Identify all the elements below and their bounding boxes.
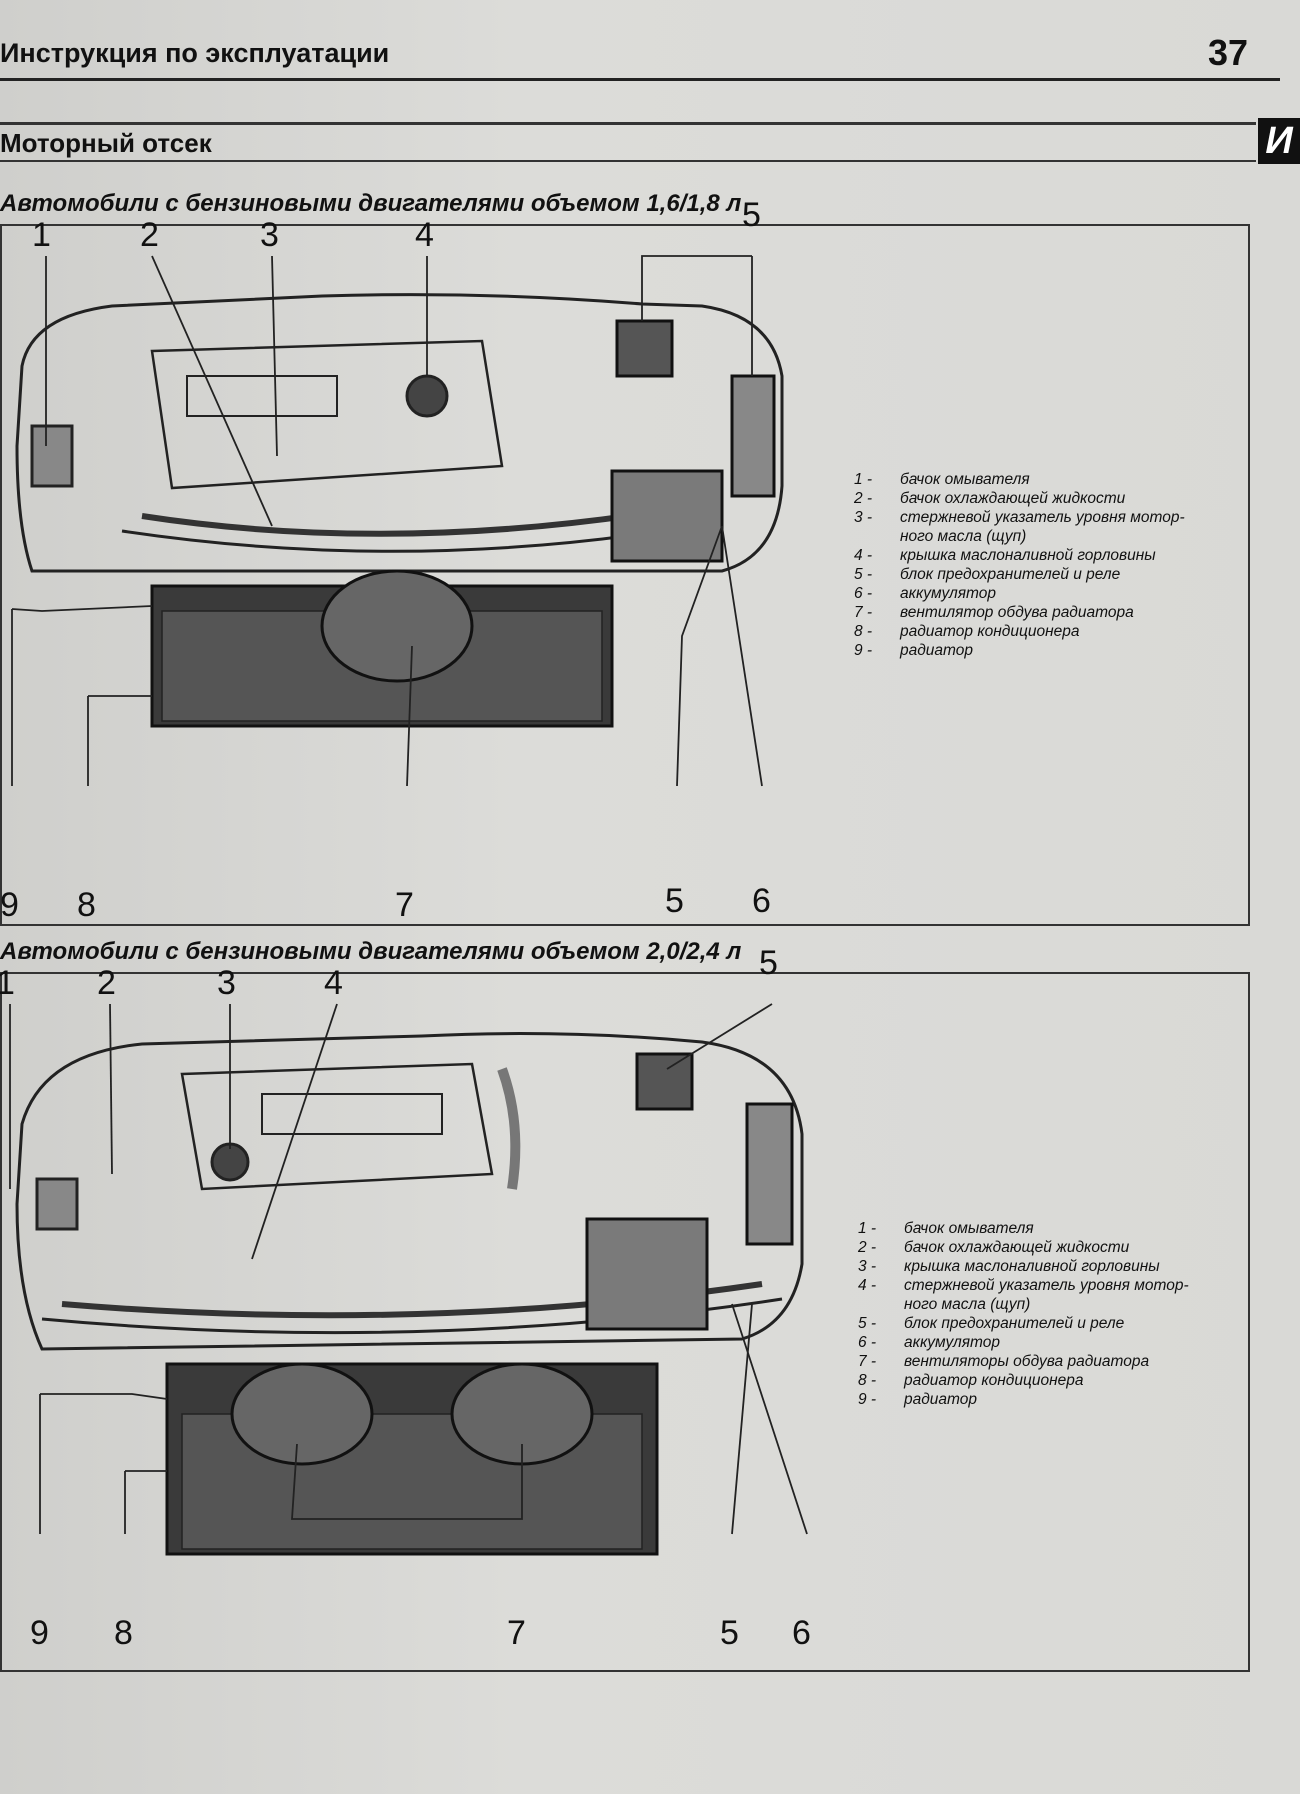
callout-5-top: 5 bbox=[759, 944, 778, 982]
header-title: Инструкция по эксплуатации bbox=[0, 38, 390, 68]
callout-8: 8 bbox=[114, 1614, 133, 1652]
engine-bay-drawing-1 bbox=[11, 255, 784, 787]
callout-4: 4 bbox=[324, 964, 343, 1002]
section-rule-bottom bbox=[0, 160, 1256, 162]
section-title: Моторный отсек bbox=[0, 128, 212, 158]
legend-row: 3 -крышка маслоналивной горловины bbox=[858, 1258, 1160, 1275]
legend-row: 4 -стержневой указатель уровня мотор- bbox=[858, 1277, 1189, 1294]
callout-3: 3 bbox=[260, 216, 279, 254]
legend-row: 5 -блок предохранителей и реле bbox=[858, 1315, 1125, 1332]
section-rule-top bbox=[0, 122, 1256, 125]
legend-row: 8 -радиатор кондиционера bbox=[854, 623, 1080, 640]
callout-5-bottom: 5 bbox=[665, 882, 684, 920]
figure2: 1 2 3 4 5 5 6 7 8 9 1 -бачок омывателя 2… bbox=[0, 944, 1250, 1672]
legend-row: 6 -аккумулятор bbox=[858, 1334, 1001, 1351]
callout-1: 1 bbox=[0, 964, 15, 1002]
engine-bay-drawing-2 bbox=[9, 1003, 808, 1556]
legend-row: 2 -бачок охлаждающей жидкости bbox=[854, 490, 1126, 507]
callout-7: 7 bbox=[507, 1614, 526, 1652]
callout-9: 9 bbox=[30, 1614, 49, 1652]
legend-row: 6 -аккумулятор bbox=[854, 585, 997, 602]
callout-7: 7 bbox=[395, 886, 414, 924]
callout-4: 4 bbox=[415, 216, 434, 254]
legend-row: 1 -бачок омывателя bbox=[854, 471, 1030, 488]
callout-6: 6 bbox=[792, 1614, 811, 1652]
chapter-tab: И bbox=[1258, 118, 1300, 164]
callout-5-top: 5 bbox=[742, 196, 761, 234]
legend-row: 3 -стержневой указатель уровня мотор- bbox=[854, 509, 1185, 526]
header-rule bbox=[0, 78, 1280, 81]
legend-row: 5 -блок предохранителей и реле bbox=[854, 566, 1121, 583]
callout-2: 2 bbox=[140, 216, 159, 254]
legend-row: 9 -радиатор bbox=[858, 1391, 978, 1408]
figure1: 1 2 3 4 5 5 6 7 8 9 1 -бачок омывателя 2… bbox=[0, 196, 1250, 926]
callout-9: 9 bbox=[0, 886, 19, 924]
callout-1: 1 bbox=[32, 216, 51, 254]
legend-row: 8 -радиатор кондиционера bbox=[858, 1372, 1084, 1389]
figure2-caption: Автомобили с бензиновыми двигателями объ… bbox=[0, 938, 742, 965]
legend-row: 7 -вентилятор обдува радиатора bbox=[854, 604, 1134, 621]
callout-8: 8 bbox=[77, 886, 96, 924]
legend-row: 1 -бачок омывателя bbox=[858, 1220, 1034, 1237]
legend-row: 4 -крышка маслоналивной горловины bbox=[854, 547, 1156, 564]
legend-row: 7 -вентиляторы обдува радиатора bbox=[858, 1353, 1150, 1370]
page-number: 37 bbox=[1207, 32, 1248, 73]
figure2-legend: 1 -бачок омывателя 2 -бачок охлаждающей … bbox=[858, 1219, 1259, 1409]
callout-6: 6 bbox=[752, 882, 771, 920]
legend-row: ного масла (щуп) bbox=[904, 1296, 1031, 1313]
legend-row: ного масла (щуп) bbox=[900, 528, 1027, 545]
callout-3: 3 bbox=[217, 964, 236, 1002]
callout-2: 2 bbox=[97, 964, 116, 1002]
legend-row: 2 -бачок охлаждающей жидкости bbox=[858, 1239, 1130, 1256]
figure1-caption: Автомобили с бензиновыми двигателями объ… bbox=[0, 190, 742, 217]
figure1-legend: 1 -бачок омывателя 2 -бачок охлаждающей … bbox=[854, 470, 1255, 660]
callout-5-bottom: 5 bbox=[720, 1614, 739, 1652]
legend-row: 9 -радиатор bbox=[854, 642, 974, 659]
